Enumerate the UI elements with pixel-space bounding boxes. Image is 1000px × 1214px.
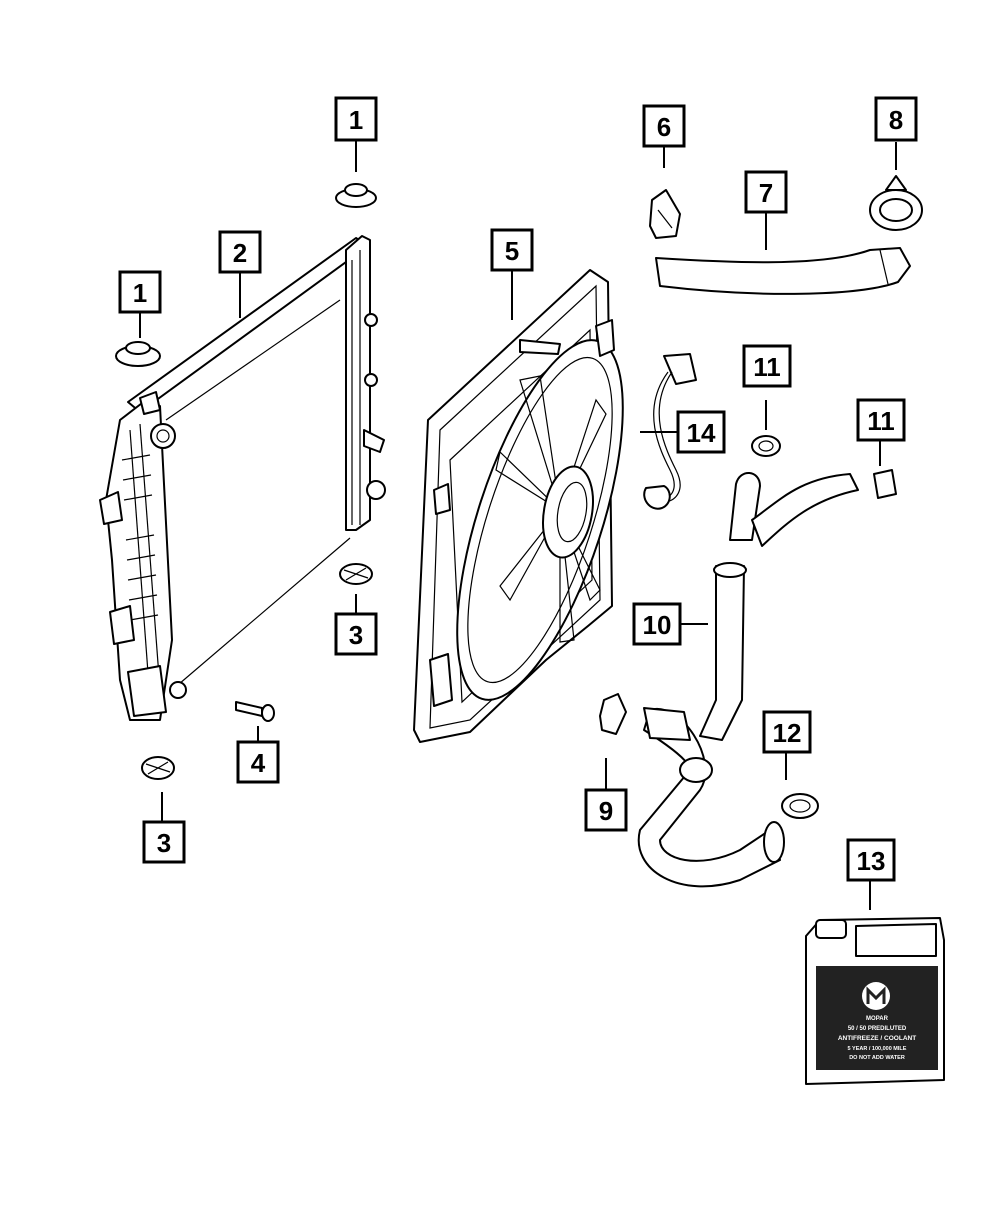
svg-text:12: 12 [773,718,802,748]
upper-hose [655,247,911,295]
callout-5: 5 [490,228,534,272]
svg-text:13: 13 [857,846,886,876]
clamp-11-right [873,469,897,499]
svg-text:3: 3 [157,828,171,858]
upper-isolator-left [115,341,161,367]
clamp-8 [869,175,923,231]
jug-brand: MOPAR [866,1016,889,1022]
callout-13: 13 [846,838,896,882]
clamp-11-left [751,435,781,457]
wire-harness [643,353,697,510]
callout-3-right: 3 [334,612,378,656]
drain-cock [235,701,275,722]
callout-7: 7 [744,170,788,214]
fan-shroud [413,269,624,743]
callout-1-left: 1 [118,270,162,314]
clamp-6 [649,189,681,239]
svg-text:9: 9 [599,796,613,826]
radiator [99,235,386,721]
jug-line-1: 50 / 50 PREDILUTED [848,1026,907,1032]
jug-line-2: ANTIFREEZE / COOLANT [838,1035,916,1042]
jug-line-4: DO NOT ADD WATER [849,1055,905,1061]
jug-line-3: 5 YEAR / 100,000 MILE [848,1046,907,1052]
clamp-12 [781,793,819,819]
svg-text:11: 11 [753,352,781,382]
svg-text:14: 14 [687,418,716,448]
svg-text:10: 10 [643,610,672,640]
svg-text:6: 6 [657,112,671,142]
callout-9: 9 [584,788,628,832]
lower-isolator-right [339,563,373,585]
callout-8: 8 [874,96,918,142]
callout-2: 2 [218,230,262,274]
svg-text:8: 8 [889,105,903,135]
callout-3-left: 3 [142,820,186,864]
callout-6: 6 [642,104,686,148]
lower-hose [637,472,859,888]
svg-text:4: 4 [251,748,266,778]
coolant-jug: MOPAR 50 / 50 PREDILUTED ANTIFREEZE / CO… [805,917,945,1085]
callout-14: 14 [676,410,726,454]
callout-4: 4 [236,740,280,784]
callout-11-left: 11 [742,344,792,388]
svg-text:1: 1 [133,278,147,308]
svg-text:5: 5 [505,236,519,266]
svg-text:3: 3 [349,620,363,650]
callout-10: 10 [632,602,682,646]
svg-text:1: 1 [349,105,363,135]
lower-isolator-left [141,756,175,780]
leader-lines [139,140,897,910]
svg-text:11: 11 [867,406,895,436]
svg-text:7: 7 [759,178,773,208]
callout-11-right: 11 [856,398,906,442]
upper-isolator-right [335,183,377,208]
clamp-9 [599,693,627,735]
svg-text:2: 2 [233,238,247,268]
callout-12: 12 [762,710,812,754]
callout-1-upper-right: 1 [334,96,378,142]
